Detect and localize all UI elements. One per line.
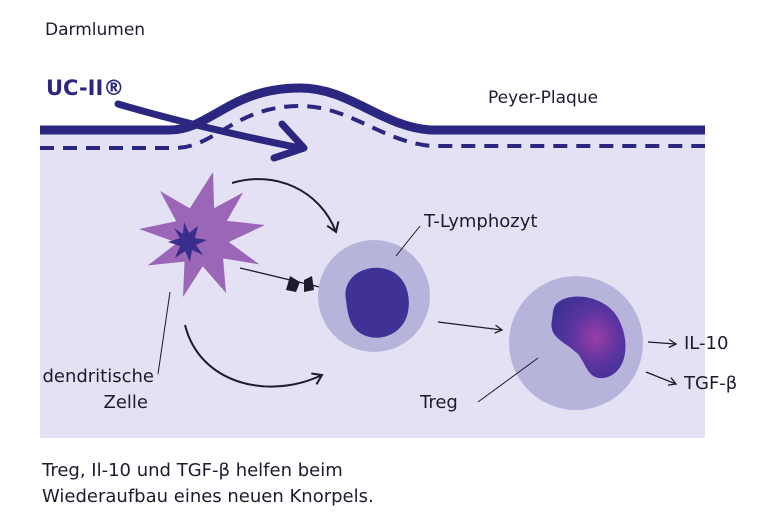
tgfb-label: TGF-β: [684, 373, 738, 394]
antigen-complex-icon: [286, 276, 300, 292]
caption-line-2: Wiederaufbau eines neuen Knorpels.: [42, 486, 374, 507]
uc2-arrowhead: [270, 120, 308, 162]
differentiation-arrow: [437, 321, 504, 334]
dendritic-cell: [139, 172, 265, 297]
caption-line-1: Treg, Il-10 und TGF-β helfen beim: [42, 460, 343, 481]
treg-label: Treg: [420, 392, 458, 413]
dendritic-cell-nucleus: [168, 222, 207, 262]
dendritic-pointer: [157, 291, 171, 375]
peyer-plaque-label: Peyer-Plaque: [488, 88, 599, 108]
treg-pointer: [477, 357, 539, 403]
uc2-label: UC-II®: [46, 76, 125, 100]
presentation-line: [239, 267, 333, 291]
t-lymphocyte-pointer: [395, 225, 421, 257]
curved-arrow-lower: [184, 324, 324, 388]
lumen-label: Darmlumen: [45, 20, 146, 40]
caption: Treg, Il-10 und TGF-β helfen beim Wieder…: [42, 458, 374, 510]
il10-label: IL-10: [684, 333, 729, 354]
tgfb-arrow: [645, 371, 678, 386]
dendritic-cell-label-line2: Zelle: [103, 392, 148, 413]
antigen-complex-icon-right: [304, 276, 314, 292]
curved-arrow-upper: [231, 178, 340, 234]
il10-arrow: [647, 338, 678, 349]
treg-nucleus: [551, 296, 626, 379]
t-lymphocyte-label: T-Lymphozyt: [424, 211, 538, 232]
t-lymphocyte-nucleus: [345, 267, 409, 338]
epithelium-dashed-line: [40, 103, 705, 150]
dendritic-cell-label-line1: dendritische: [42, 366, 154, 387]
uc2-entry-arrow: [114, 100, 304, 152]
